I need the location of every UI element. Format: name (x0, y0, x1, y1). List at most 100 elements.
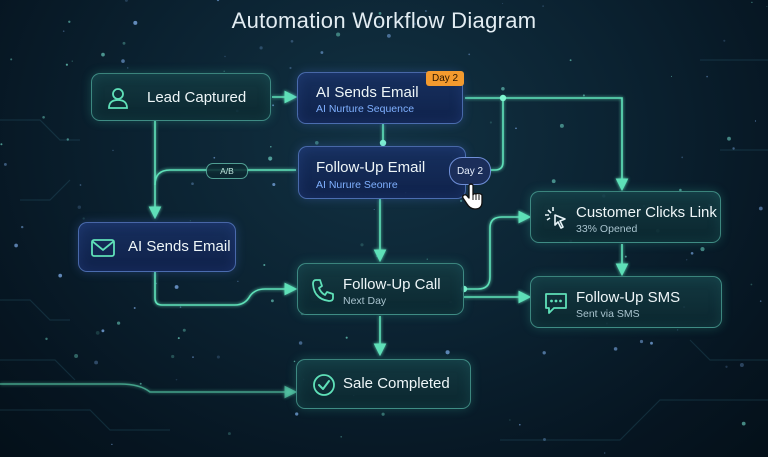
background-particle (182, 328, 186, 332)
background-particle (189, 220, 192, 222)
background-particle (171, 354, 175, 359)
background-particle (723, 39, 726, 42)
ab-test-tag: A/B (206, 163, 248, 179)
background-particle (378, 12, 382, 15)
background-particle (551, 179, 556, 184)
background-particle (263, 263, 266, 267)
page-title: Automation Workflow Diagram (231, 8, 537, 33)
background-particle (298, 341, 303, 345)
background-particle (116, 321, 121, 325)
background-particle (216, 0, 220, 2)
background-particle (519, 423, 521, 426)
background-particle (739, 363, 744, 367)
background-particle (378, 22, 381, 25)
phone-icon (312, 279, 334, 302)
background-particle (381, 412, 385, 416)
left-email-to-call (154, 272, 298, 306)
background-particle (289, 66, 292, 70)
background-particle (690, 251, 694, 255)
node-customer-clicks-link[interactable]: Customer Clicks Link 33% Opened (530, 191, 721, 243)
chat-bubble-icon (545, 293, 567, 314)
call-to-link-branch (464, 210, 532, 290)
background-particle (74, 354, 79, 358)
background-particle (268, 156, 273, 161)
background-particle (559, 123, 564, 128)
node-follow-up-call[interactable]: Follow-Up Call Next Day (297, 263, 464, 315)
node-sale-completed[interactable]: Sale Completed (296, 359, 471, 409)
node-lead-captured[interactable]: Lead Captured (91, 73, 271, 121)
top-email-right-branch (465, 97, 629, 192)
background-particle (216, 355, 220, 359)
background-particle (686, 259, 688, 261)
background-particle (71, 60, 73, 62)
background-particle (79, 184, 82, 186)
background-particle (124, 0, 128, 2)
background-particle (213, 156, 216, 159)
background-particle (754, 120, 757, 122)
background-particle (224, 55, 226, 58)
background-particle (126, 67, 129, 69)
background-particle (237, 280, 239, 282)
background-particle (582, 94, 585, 97)
background-particle (270, 299, 274, 303)
check-circle-icon (313, 374, 335, 396)
background-particle (509, 419, 511, 421)
node-ai-sends-email-left[interactable]: AI Sends Email (78, 222, 236, 272)
background-particle (133, 307, 136, 309)
background-particle (468, 53, 471, 56)
background-particle (20, 225, 24, 229)
background-particle (624, 255, 627, 258)
node-sublabel: Sent via SMS (576, 308, 640, 320)
background-particle (191, 182, 194, 186)
node-follow-up-email[interactable]: Follow-Up Email AI Nurure Seonre (298, 146, 466, 199)
background-particle (727, 136, 731, 141)
node-follow-up-sms[interactable]: Follow-Up SMS Sent via SMS (530, 276, 722, 328)
background-particle (223, 70, 225, 73)
background-particle (700, 247, 705, 252)
background-particle (750, 283, 753, 286)
background-particle (314, 140, 319, 145)
node-label: Sale Completed (343, 375, 450, 392)
background-particle (725, 365, 728, 368)
background-particle (501, 86, 505, 91)
background-particle (569, 59, 572, 62)
background-particle (94, 360, 99, 365)
background-particle (613, 347, 618, 351)
background-particle (101, 52, 105, 57)
node-label: Customer Clicks Link (576, 204, 717, 221)
node-label: AI Sends Email (316, 84, 419, 101)
background-particle (272, 104, 275, 107)
background-particle (95, 331, 100, 335)
background-particle (542, 351, 546, 355)
background-particle (177, 337, 180, 340)
node-sublabel: 33% Opened (576, 223, 638, 235)
node-label: AI Sends Email (128, 238, 231, 255)
background-particle (175, 378, 178, 381)
node-label: Follow-Up Email (316, 159, 426, 176)
background-particle (45, 337, 48, 341)
day-badge: Day 2 (426, 71, 465, 86)
background-particle (65, 63, 68, 66)
background-particle (543, 438, 546, 441)
background-particle (336, 32, 341, 37)
background-particle (677, 329, 679, 331)
background-particle (340, 436, 343, 438)
person-icon (108, 88, 128, 109)
junction-dot (379, 139, 387, 147)
background-particle (272, 182, 276, 187)
background-particle (542, 5, 544, 7)
background-particle (112, 149, 114, 152)
background-particle (320, 51, 324, 54)
background-particle (445, 350, 450, 355)
background-particle (604, 452, 606, 454)
background-particle (706, 75, 708, 78)
background-particle (68, 20, 71, 23)
background-particle (227, 432, 231, 436)
background-particle (293, 360, 296, 363)
background-particle (259, 46, 263, 50)
junction-dot (499, 94, 507, 102)
background-particle (681, 156, 684, 159)
background-particle (62, 30, 65, 32)
background-particle (758, 206, 763, 211)
